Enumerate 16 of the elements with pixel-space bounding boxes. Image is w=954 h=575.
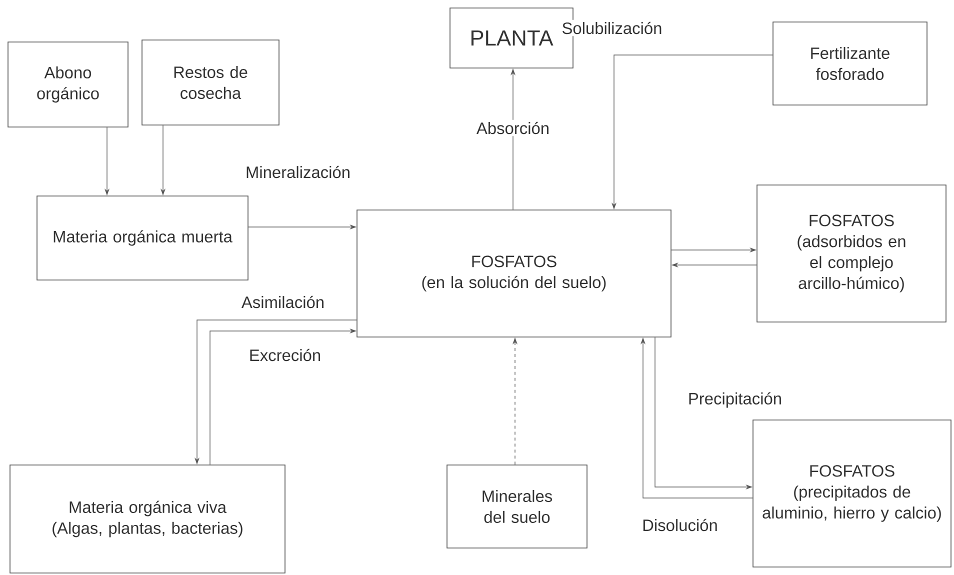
edge-label: Asimilación	[239, 294, 327, 310]
process-box: Materia orgánica viva (Algas, plantas, bacterias)	[10, 464, 286, 574]
process-box: FOSFATOS (adsorbidos en el complejo arcillo-húmico)	[756, 184, 946, 322]
edge-label: Absorción	[474, 120, 552, 136]
process-box: FOSFATOS (en la solución del suelo)	[356, 210, 672, 338]
edge-label: Mineralización	[243, 164, 353, 180]
edge-label: Excreción	[246, 346, 324, 364]
process-box: Fertilizante fosforado	[772, 22, 928, 106]
process-box: FOSFATOS (precipitados de aluminio, hierro y calcio)	[752, 420, 952, 568]
edge-label: Solubilización	[560, 20, 664, 36]
process-box: Abono orgánico	[8, 42, 128, 128]
process-box: Materia orgánica muerta	[36, 196, 248, 280]
process-box: Minerales del suelo	[446, 464, 588, 548]
edge-label: Disolución	[640, 516, 720, 534]
edge-label: Precipitación	[686, 390, 784, 410]
process-box: Restos de cosecha	[142, 40, 280, 126]
